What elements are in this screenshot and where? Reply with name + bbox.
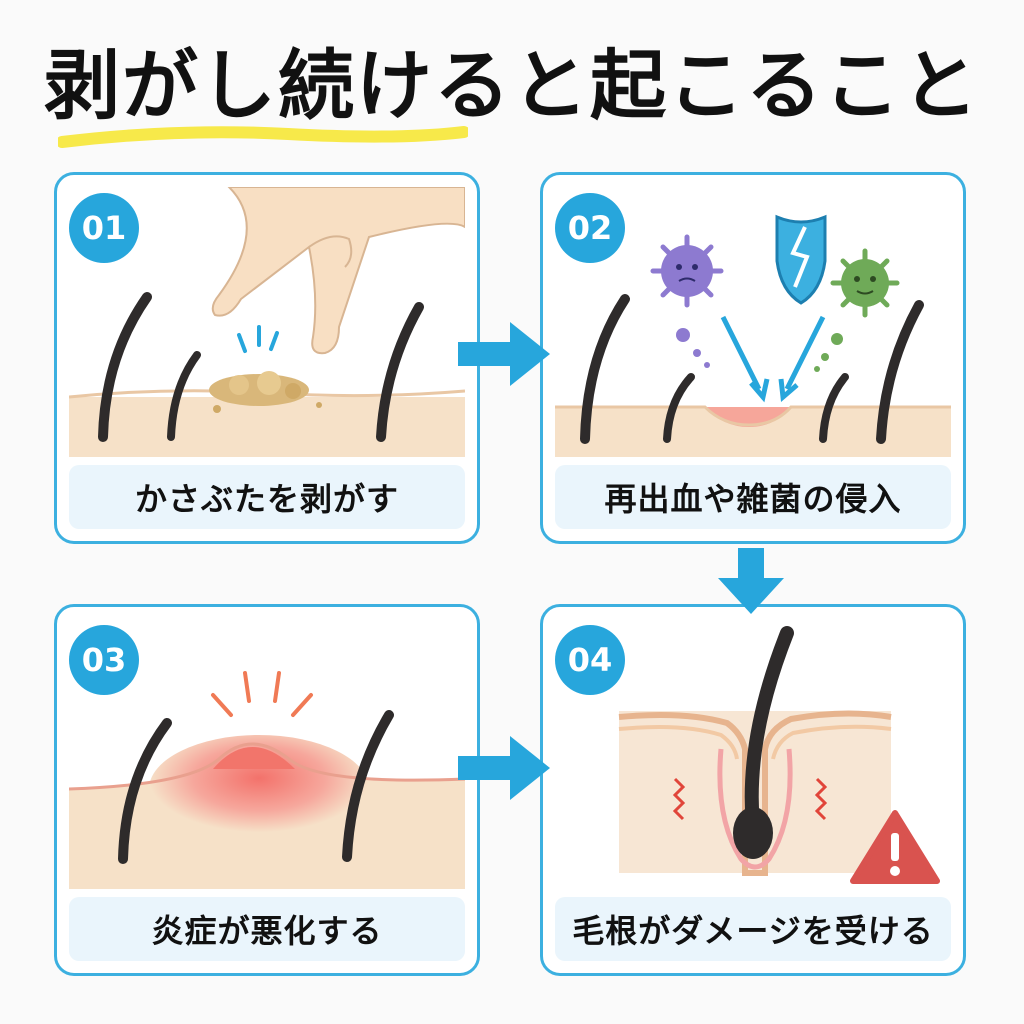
step-panel-4: 04 毛根がダメージを受ける [540, 604, 966, 976]
step-caption-2: 再出血や雑菌の侵入 [555, 465, 951, 529]
page-title: 剥がし続けると起こること [0, 48, 1024, 124]
step-number-1: 01 [69, 193, 139, 263]
arrow-right-icon [458, 736, 550, 800]
purple-germ-icon [653, 237, 721, 305]
broken-shield-icon [777, 217, 825, 303]
step-panel-3: 03 炎症が悪化する [54, 604, 480, 976]
step-number-4: 04 [555, 625, 625, 695]
green-germ-icon [833, 251, 897, 315]
step-panel-2: 02 再出血や雑菌の侵入 [540, 172, 966, 544]
step-panel-1: 01 かさぶたを剥がす [54, 172, 480, 544]
arrow-right-icon [458, 322, 550, 386]
step-number-3: 03 [69, 625, 139, 695]
step-caption-3: 炎症が悪化する [69, 897, 465, 961]
step-caption-4: 毛根がダメージを受ける [555, 897, 951, 961]
step-number-2: 02 [555, 193, 625, 263]
step-caption-1: かさぶたを剥がす [69, 465, 465, 529]
arrow-down-icon [718, 548, 784, 614]
